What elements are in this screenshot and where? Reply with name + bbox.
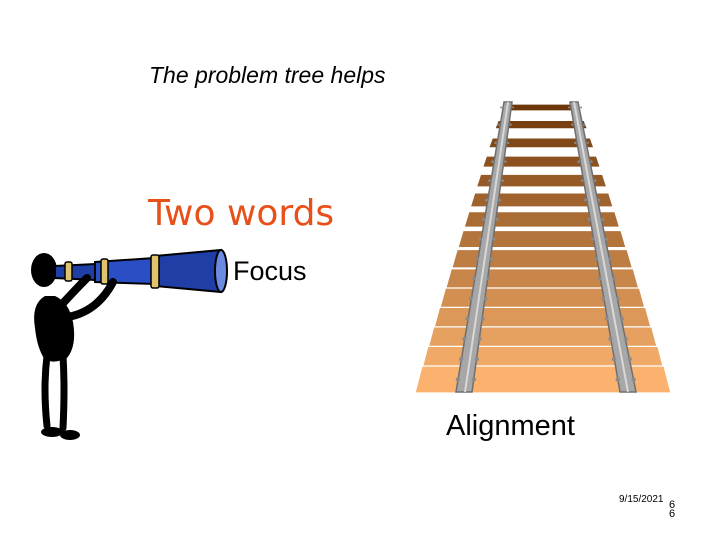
railroad-spike	[608, 336, 613, 341]
railroad-tie	[487, 137, 595, 149]
railroad-spike	[584, 198, 587, 202]
railroad-spike	[631, 377, 636, 382]
railroad-spike	[483, 296, 488, 301]
railroad-right-rail-highlight	[573, 101, 629, 393]
word-alignment: Alignment	[446, 410, 575, 442]
railroad-spike	[604, 237, 609, 241]
railroad-spike	[611, 357, 617, 362]
railroad-spike	[494, 141, 497, 145]
railroad-tie	[463, 211, 621, 228]
railroad-spike	[498, 198, 502, 202]
railroad-spike	[474, 357, 479, 362]
railroad-spike	[506, 141, 510, 145]
railroad-spike	[472, 276, 476, 281]
railroad-spike	[601, 217, 605, 221]
railroad-spike	[612, 276, 616, 281]
railroad-spike	[587, 217, 591, 221]
railroad-spike	[481, 217, 485, 221]
railroad-tie	[500, 103, 582, 112]
railroad-spike	[568, 106, 571, 109]
page-number-digit: 6	[668, 508, 676, 520]
railroad-spike	[594, 257, 598, 261]
railroad-spike	[597, 198, 601, 202]
railroad-spike	[583, 123, 586, 126]
railroad-spike	[459, 357, 464, 362]
railroad-ties	[414, 103, 672, 394]
railroad-spike	[574, 141, 577, 145]
railroad-spike	[465, 316, 470, 321]
railroad-spike	[601, 296, 606, 301]
railroad-spike	[608, 257, 613, 261]
railroad-spike	[497, 123, 500, 126]
railroad-tie	[475, 173, 608, 188]
railroad-spike	[580, 179, 584, 183]
railroad-spike	[593, 179, 597, 183]
railroad-spike	[570, 123, 574, 126]
person-leg	[59, 352, 68, 432]
railroad-spike	[627, 357, 632, 362]
railroad-spike	[480, 316, 485, 321]
person-foot	[60, 430, 80, 440]
railroad-spike	[501, 179, 504, 183]
page-number-digit: 6	[668, 499, 676, 511]
railroad-spike	[580, 106, 583, 109]
railroad-spike	[512, 106, 515, 109]
railroad-tie	[493, 119, 589, 130]
railroad-spike	[455, 377, 461, 382]
railroad-spike	[492, 237, 496, 241]
railroad-spike	[616, 296, 620, 301]
railroad-tie	[414, 365, 672, 394]
railroad-spike	[468, 296, 473, 301]
railroad-spike	[604, 316, 609, 321]
railroad-tie	[457, 229, 627, 249]
railroad-spike	[491, 160, 494, 163]
railroad-spike	[477, 336, 482, 341]
railroad-tie	[481, 155, 602, 168]
person-foot	[41, 427, 63, 437]
railroad-spike	[623, 336, 628, 341]
railroad-spike	[504, 160, 507, 163]
railroad-spike	[488, 179, 491, 183]
railroad-spike	[500, 106, 503, 109]
railroad-spike	[471, 377, 477, 382]
railroad-spike	[590, 160, 593, 163]
railroad-spike	[486, 276, 491, 281]
railroad-tie	[451, 248, 634, 269]
railroad-spike	[619, 316, 624, 321]
railroad-spike	[597, 276, 602, 281]
railroad-spike	[615, 377, 620, 382]
slide-date: 9/15/2021	[619, 494, 664, 505]
slide-page-number: 6 6	[667, 499, 677, 520]
railroad-spike	[577, 160, 580, 163]
railroad-spike	[590, 237, 595, 241]
railroad-spike	[509, 123, 512, 126]
railroad-spike	[478, 237, 482, 241]
telescope-icon	[54, 248, 228, 294]
railroad-spike	[586, 141, 590, 145]
railroad-spike	[495, 217, 499, 221]
person-head	[31, 253, 57, 287]
railroad-spike	[475, 257, 479, 261]
railroad-spike	[484, 198, 488, 202]
slide-subheading: Two words	[148, 193, 335, 234]
person-body	[34, 296, 75, 362]
person-with-telescope-illustration	[31, 248, 228, 440]
railroad-tie	[469, 192, 614, 208]
slide-heading: The problem tree helps	[149, 62, 386, 88]
railroad-left-rail-highlight	[464, 101, 509, 393]
railroad-tracks-illustration	[414, 101, 672, 394]
person-leg	[41, 352, 51, 430]
word-focus: Focus	[233, 256, 307, 286]
railroad-spike	[462, 336, 467, 341]
railroad-spikes	[455, 106, 636, 382]
railroad-spike	[489, 257, 494, 261]
